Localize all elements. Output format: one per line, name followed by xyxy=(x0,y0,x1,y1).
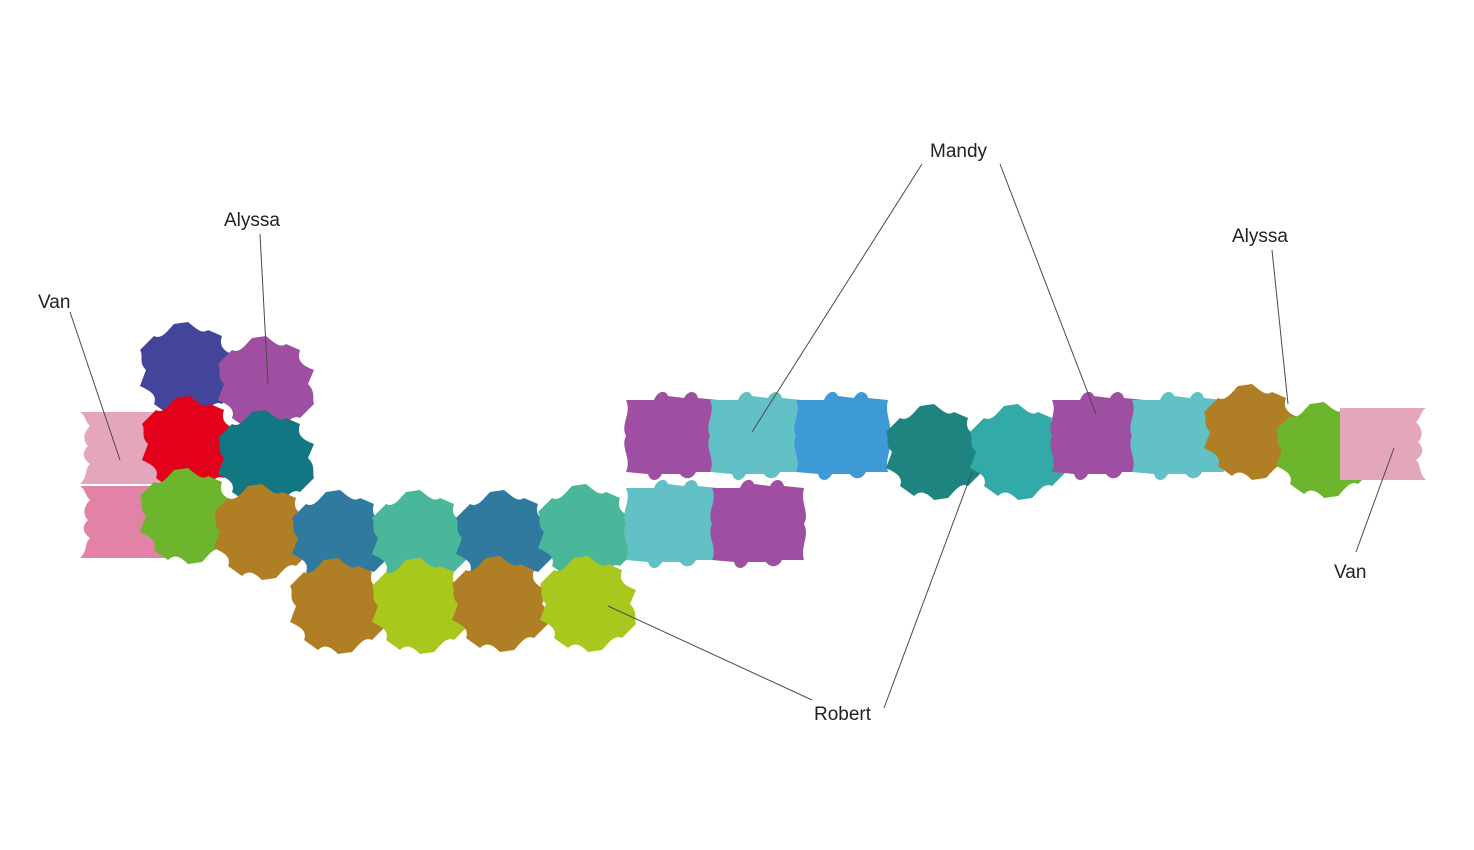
tile xyxy=(710,479,806,568)
tile xyxy=(290,558,386,654)
label-mandy: Mandy xyxy=(930,141,988,162)
leader-lines xyxy=(69,163,1395,709)
tile xyxy=(452,556,548,652)
label-van-left: Van xyxy=(38,292,70,313)
left-cluster xyxy=(140,322,314,580)
leader-robert-right xyxy=(883,471,973,709)
tile xyxy=(372,558,468,654)
tile xyxy=(970,404,1066,500)
right-chain xyxy=(886,384,1372,500)
label-alyssa-left: Alyssa xyxy=(224,210,280,231)
label-robert: Robert xyxy=(814,704,872,725)
tile xyxy=(1050,391,1146,480)
van-right-strip xyxy=(1340,408,1426,480)
leader-mandy-right xyxy=(999,163,1097,415)
tile xyxy=(624,479,720,568)
lower-chain xyxy=(290,484,636,654)
tile xyxy=(708,391,804,480)
tile xyxy=(540,556,636,652)
middle-block xyxy=(624,391,890,568)
leader-robert-left xyxy=(607,605,813,701)
leader-van-right xyxy=(1355,447,1395,553)
labels: Van Alyssa Mandy Alyssa Van Robert xyxy=(38,141,1366,725)
leader-alyssa-right xyxy=(1271,249,1289,405)
leader-mandy-middle xyxy=(751,163,923,433)
leader-alyssa-left xyxy=(259,233,269,385)
tile xyxy=(794,391,890,480)
label-van-right: Van xyxy=(1334,562,1366,583)
leader-van-left xyxy=(69,311,121,461)
label-alyssa-right: Alyssa xyxy=(1232,226,1288,247)
pink-strip xyxy=(1340,408,1426,480)
tile xyxy=(624,391,720,480)
tile xyxy=(886,404,982,500)
